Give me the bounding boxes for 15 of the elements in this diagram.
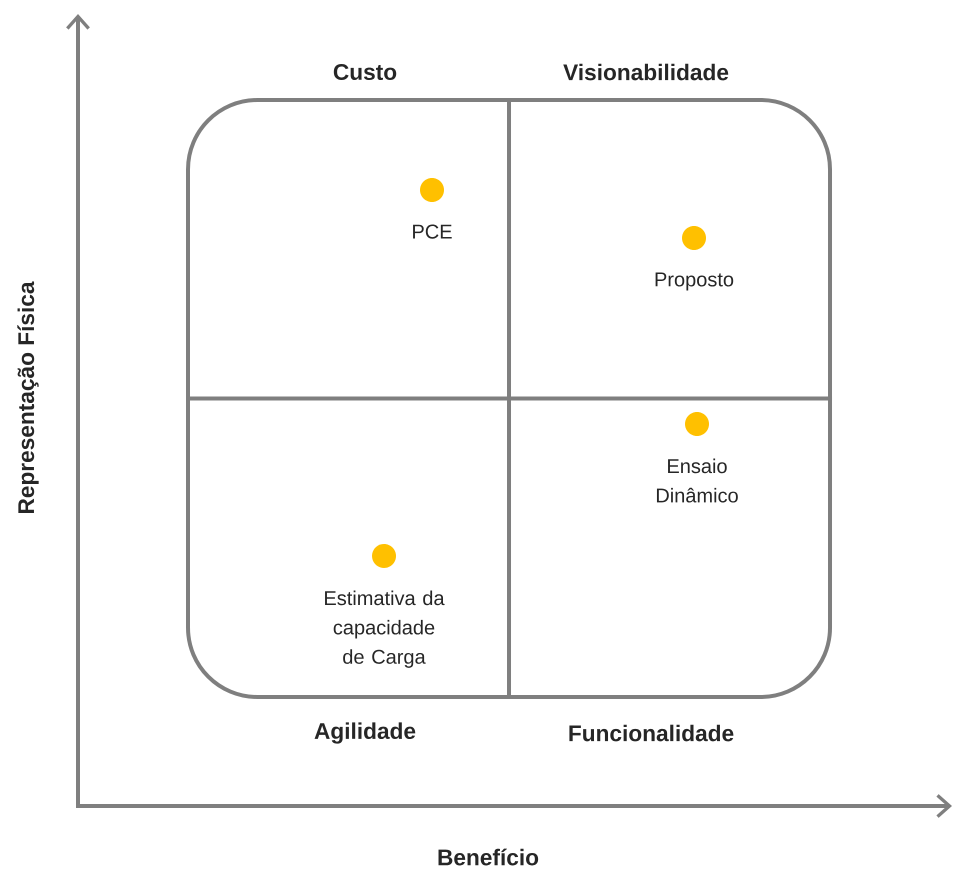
axis-title: Benefício [438,848,538,866]
dot [372,544,396,568]
quadrant-title: Agilidade [314,722,416,744]
dot-label: Estimativa da capacidade de Carga [325,590,445,668]
dot [420,178,444,202]
quadrant-box [186,98,832,699]
dot [685,412,709,436]
dot-label: PCE [413,224,452,239]
dot-label: Ensaio Dinâmico [656,458,738,503]
dot-label: Proposto [656,272,734,290]
dot [682,226,706,250]
quadrant-title: Visionabilidade [563,64,728,80]
quadrant-title: Funcionalidade [569,724,734,742]
quadrant-title: Custo [334,64,396,80]
axis-title: Representação Física [17,281,39,514]
